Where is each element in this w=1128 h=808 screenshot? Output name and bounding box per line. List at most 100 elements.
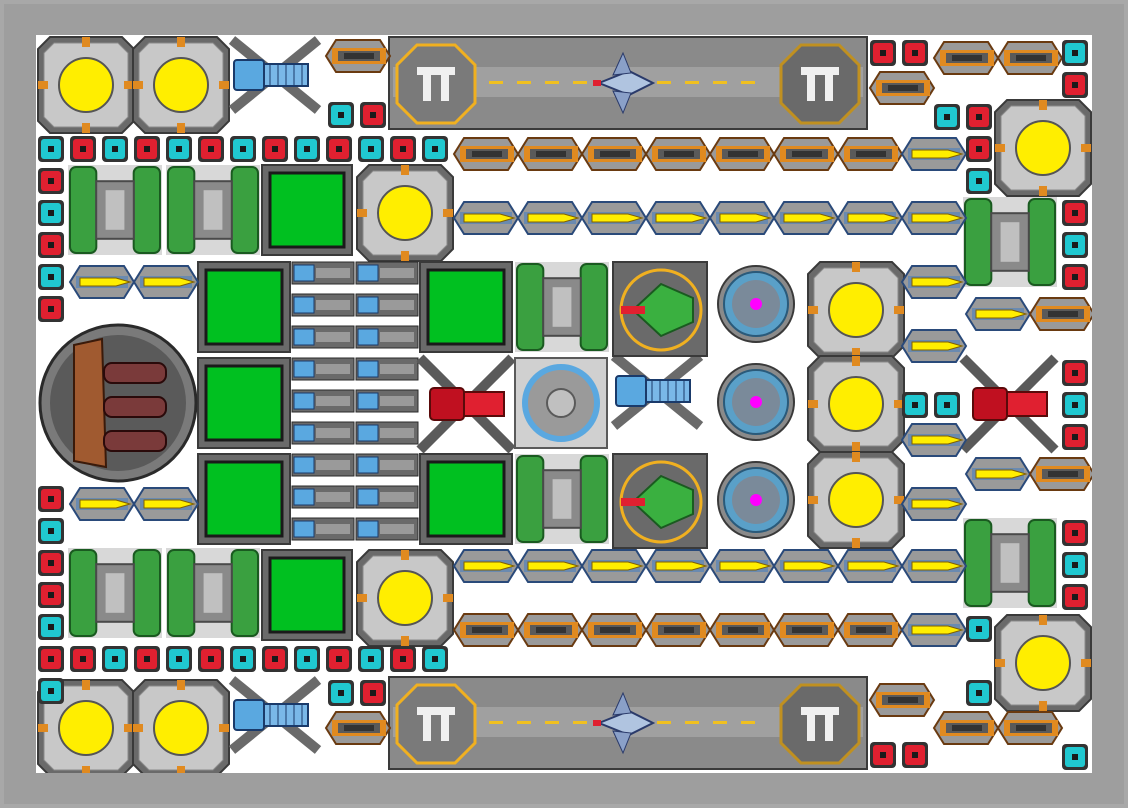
cyan-connector[interactable] — [230, 136, 256, 162]
yellow-missile-launcher[interactable] — [900, 487, 968, 521]
yellow-core-generator[interactable] — [356, 164, 454, 262]
yellow-missile-launcher[interactable] — [708, 549, 776, 583]
red-connector[interactable] — [70, 136, 96, 162]
red-connector[interactable] — [1062, 360, 1088, 386]
yellow-missile-launcher[interactable] — [132, 265, 200, 299]
red-connector[interactable] — [1062, 424, 1088, 450]
red-connector[interactable] — [1062, 584, 1088, 610]
orange-cannon[interactable] — [772, 613, 840, 647]
cyan-connector[interactable] — [294, 136, 320, 162]
yellow-missile-launcher[interactable] — [644, 201, 712, 235]
red-connector[interactable] — [134, 136, 160, 162]
red-connector[interactable] — [966, 136, 992, 162]
green-tank[interactable] — [963, 197, 1057, 287]
green-tank[interactable] — [963, 518, 1057, 608]
battery-cell[interactable] — [355, 453, 419, 477]
battery-cell[interactable] — [291, 421, 355, 445]
orange-cannon[interactable] — [836, 613, 904, 647]
cyan-connector[interactable] — [1062, 744, 1088, 770]
green-reactor[interactable] — [419, 453, 513, 545]
ship-core[interactable] — [514, 357, 608, 449]
red-connector[interactable] — [38, 582, 64, 608]
battery-cell[interactable] — [355, 421, 419, 445]
orange-cannon[interactable] — [708, 137, 776, 171]
green-fighter-dock[interactable] — [612, 261, 708, 357]
orange-cannon[interactable] — [868, 71, 936, 105]
cyan-connector[interactable] — [422, 136, 448, 162]
yellow-missile-launcher[interactable] — [644, 549, 712, 583]
cyan-connector[interactable] — [934, 392, 960, 418]
yellow-missile-launcher[interactable] — [708, 201, 776, 235]
cyan-connector[interactable] — [38, 136, 64, 162]
blue-thruster[interactable] — [228, 676, 322, 754]
yellow-missile-launcher[interactable] — [68, 265, 136, 299]
red-connector[interactable] — [326, 136, 352, 162]
green-reactor[interactable] — [261, 549, 353, 641]
red-connector[interactable] — [38, 646, 64, 672]
battery-cell[interactable] — [355, 357, 419, 381]
orange-cannon[interactable] — [324, 711, 392, 745]
orange-cannon[interactable] — [836, 137, 904, 171]
battery-cell[interactable] — [291, 389, 355, 413]
shield-emitter[interactable] — [717, 461, 795, 539]
cyan-connector[interactable] — [38, 518, 64, 544]
docked-fighter[interactable] — [593, 691, 656, 755]
yellow-missile-launcher[interactable] — [452, 201, 520, 235]
cyan-connector[interactable] — [38, 614, 64, 640]
orange-cannon[interactable] — [932, 41, 1000, 75]
yellow-missile-launcher[interactable] — [132, 487, 200, 521]
blue-thruster[interactable] — [610, 352, 704, 430]
yellow-missile-launcher[interactable] — [836, 201, 904, 235]
battery-cell[interactable] — [355, 293, 419, 317]
red-connector[interactable] — [38, 550, 64, 576]
red-connector[interactable] — [38, 486, 64, 512]
cyan-connector[interactable] — [1062, 232, 1088, 258]
battery-cell[interactable] — [355, 485, 419, 509]
red-connector[interactable] — [360, 680, 386, 706]
red-connector[interactable] — [134, 646, 160, 672]
yellow-missile-launcher[interactable] — [900, 201, 968, 235]
blue-thruster[interactable] — [228, 36, 322, 114]
yellow-missile-launcher[interactable] — [900, 423, 968, 457]
red-connector[interactable] — [198, 136, 224, 162]
yellow-missile-launcher[interactable] — [836, 549, 904, 583]
orange-cannon[interactable] — [644, 613, 712, 647]
yellow-core-generator[interactable] — [37, 36, 135, 134]
red-connector[interactable] — [870, 742, 896, 768]
shield-emitter[interactable] — [717, 265, 795, 343]
orange-cannon[interactable] — [996, 41, 1064, 75]
orange-cannon[interactable] — [868, 683, 936, 717]
red-connector[interactable] — [870, 40, 896, 66]
cyan-connector[interactable] — [358, 136, 384, 162]
yellow-core-generator[interactable] — [807, 355, 905, 453]
yellow-missile-launcher[interactable] — [964, 297, 1032, 331]
battery-cell[interactable] — [291, 485, 355, 509]
cyan-connector[interactable] — [966, 616, 992, 642]
yellow-core-generator[interactable] — [37, 679, 135, 773]
yellow-missile-launcher[interactable] — [900, 549, 968, 583]
red-connector[interactable] — [198, 646, 224, 672]
yellow-missile-launcher[interactable] — [772, 549, 840, 583]
green-tank[interactable] — [166, 548, 260, 638]
red-connector[interactable] — [360, 102, 386, 128]
red-connector[interactable] — [1062, 520, 1088, 546]
green-tank[interactable] — [515, 262, 609, 352]
red-connector[interactable] — [262, 136, 288, 162]
docked-fighter[interactable] — [593, 51, 656, 115]
cyan-connector[interactable] — [422, 646, 448, 672]
shield-emitter[interactable] — [717, 363, 795, 441]
yellow-missile-launcher[interactable] — [900, 265, 968, 299]
orange-cannon[interactable] — [580, 137, 648, 171]
red-connector[interactable] — [1062, 264, 1088, 290]
red-connector[interactable] — [1062, 200, 1088, 226]
ship-board[interactable] — [36, 35, 1092, 773]
cyan-connector[interactable] — [934, 104, 960, 130]
battery-cell[interactable] — [355, 389, 419, 413]
cyan-connector[interactable] — [328, 102, 354, 128]
green-reactor[interactable] — [197, 453, 291, 545]
heavy-cannon-mount[interactable] — [38, 323, 198, 483]
cyan-connector[interactable] — [902, 392, 928, 418]
red-connector[interactable] — [902, 742, 928, 768]
orange-cannon[interactable] — [324, 39, 392, 73]
yellow-core-generator[interactable] — [356, 549, 454, 647]
